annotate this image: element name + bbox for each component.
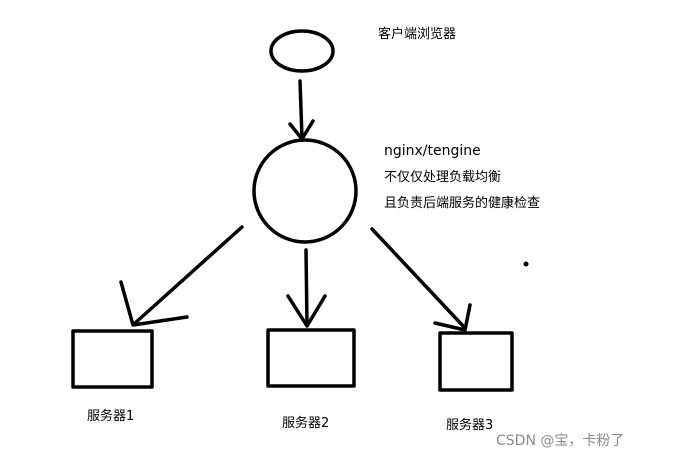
csdn-watermark: CSDN @宝，卡粉了 — [496, 433, 625, 449]
server-3-label: 服务器3 — [446, 418, 494, 433]
server-2-label: 服务器2 — [282, 416, 330, 431]
arrow-proxy-to-server-1 — [119, 225, 244, 327]
arrow-proxy-to-server-3 — [370, 227, 472, 332]
server-1-label: 服务器1 — [87, 409, 135, 424]
stray-dot — [523, 261, 529, 267]
proxy-desc-line-2: 且负责后端服务的健康检查 — [384, 196, 541, 211]
server-1-node — [71, 329, 154, 389]
client-browser-node — [269, 29, 335, 73]
arrow-proxy-to-server-2 — [286, 248, 327, 328]
server-3-node — [438, 331, 514, 392]
proxy-node — [252, 138, 358, 244]
server-2-node — [266, 328, 356, 388]
arrow-client-to-proxy — [288, 79, 315, 141]
proxy-name-label: nginx/tengine — [384, 143, 481, 159]
proxy-desc-line-1: 不仅仅处理负载均衡 — [384, 170, 502, 185]
client-browser-label: 客户端浏览器 — [378, 27, 457, 42]
